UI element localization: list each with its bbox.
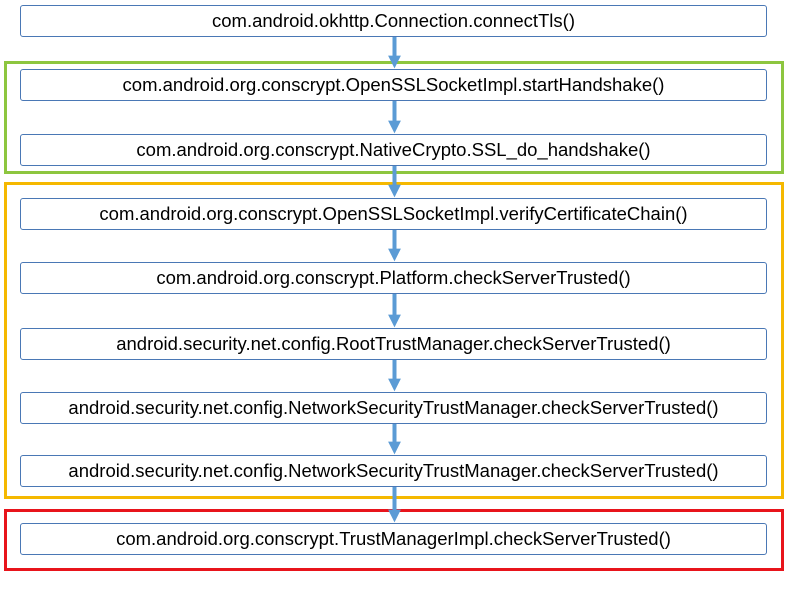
node-trust-manager-impl: com.android.org.conscrypt.TrustManagerIm…	[20, 523, 767, 555]
node-connect-tls: com.android.okhttp.Connection.connectTls…	[20, 5, 767, 37]
node-platform-check-server-trusted: com.android.org.conscrypt.Platform.check…	[20, 262, 767, 294]
node-network-security-trust-manager-2: android.security.net.config.NetworkSecur…	[20, 455, 767, 487]
node-network-security-trust-manager-1: android.security.net.config.NetworkSecur…	[20, 392, 767, 424]
node-start-handshake: com.android.org.conscrypt.OpenSSLSocketI…	[20, 69, 767, 101]
node-root-trust-manager: android.security.net.config.RootTrustMan…	[20, 328, 767, 360]
node-ssl-do-handshake: com.android.org.conscrypt.NativeCrypto.S…	[20, 134, 767, 166]
node-verify-certificate-chain: com.android.org.conscrypt.OpenSSLSocketI…	[20, 198, 767, 230]
